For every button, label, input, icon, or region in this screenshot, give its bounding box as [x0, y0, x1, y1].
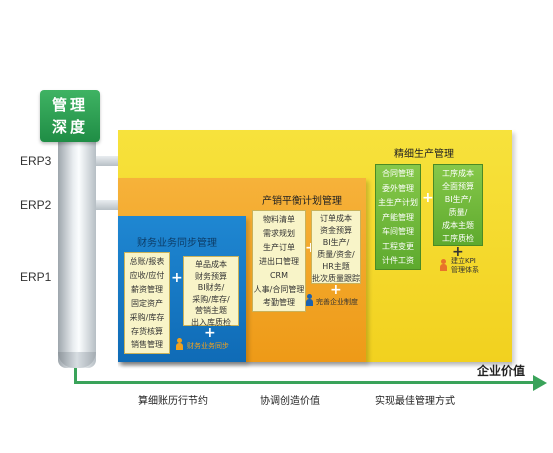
erp1-left-item: 销售管理	[131, 340, 163, 350]
erp3-card-left: 合同管理 委外管理 主生产计划 产能管理 车间管理 工程变更 计件工资	[375, 164, 421, 270]
erp3-right-item: 工序质检	[442, 234, 474, 243]
person-icon	[440, 259, 447, 271]
erp2-plus-below-icon: +	[330, 282, 342, 298]
erp3-right-item: 成本主题	[442, 221, 474, 230]
x-stage-label-3: 实现最佳管理方式	[375, 396, 455, 407]
erp3-plus-below-icon: +	[452, 244, 464, 260]
management-depth-pillar	[58, 120, 96, 368]
erp2-title: 产销平衡计划管理	[262, 196, 342, 207]
erp1-left-item: 总账/报表	[129, 257, 165, 266]
erp3-left-item: 委外管理	[382, 183, 414, 193]
depth-label-line2: 深度	[51, 118, 88, 136]
erp1-plus-icon: +	[171, 270, 183, 286]
erp1-left-item: 存货核算	[131, 326, 163, 336]
erp3-connector-bar	[90, 156, 120, 166]
pillar-base	[58, 352, 96, 368]
erp1-left-item: 薪资管理	[131, 284, 163, 294]
erp1-right-item: 营销主题	[195, 306, 227, 315]
erp1-plus-below-icon: +	[204, 325, 216, 341]
erp3-left-item: 计件工资	[382, 256, 414, 265]
erp1-left-item: 固定资产	[131, 298, 163, 308]
erp1-left-item: 应收/应付	[129, 270, 165, 280]
erp3-left-item: 车间管理	[382, 227, 414, 236]
erp2-right-item: 质量/资金/	[317, 250, 355, 259]
erp3-right-item: BI生产/	[444, 195, 472, 204]
erp3-note-line1: 建立KPI	[451, 257, 476, 265]
erp2-right-item: BI生产/	[322, 238, 350, 247]
erp3-right-item: 全面预算	[442, 182, 474, 191]
erp2-card-right: 订单成本 资金预算 BI生产/ 质量/资金/ HR主题 批次质量跟踪	[311, 210, 361, 284]
erp2-card-left: 物料清单 需求规划 生产订单 进出口管理 CRM 人事/合同管理 考勤管理	[252, 210, 306, 312]
person-icon	[176, 338, 183, 350]
person-icon	[306, 294, 313, 306]
erp1-title: 财务业务同步管理	[137, 238, 217, 249]
erp1-right-item: BI财务/	[197, 283, 225, 292]
erp2-left-item: 进出口管理	[259, 256, 299, 266]
erp1-right-item: 单品成本	[195, 260, 227, 269]
x-axis-title: 企业价值	[477, 364, 526, 378]
erp2-note: 完善企业制度	[316, 298, 358, 306]
erp3-card-right: 工序成本 全面预算 BI生产/ 质量/ 成本主题 工序质检	[433, 164, 483, 246]
erp2-plus-icon: +	[305, 240, 317, 256]
erp2-left-item: 人事/合同管理	[253, 284, 305, 294]
erp2-left-item: 考勤管理	[263, 298, 295, 308]
x-axis-line	[74, 381, 534, 384]
erp2-left-item: 需求规划	[263, 228, 295, 238]
level-label-erp3: ERP3	[20, 154, 52, 168]
erp3-left-item: 主生产计划	[378, 198, 418, 207]
erp1-card-left: 总账/报表 应收/应付 薪资管理 固定资产 采购/库存 存货核算 销售管理	[124, 252, 170, 354]
erp1-card-right: 单品成本 财务预算 BI财务/ 采购/库存/ 营销主题 出入库质检	[183, 256, 239, 327]
erp3-right-item: 质量/	[448, 208, 468, 217]
erp2-left-item: 生产订单	[263, 242, 295, 252]
erp1-right-item: 采购/库存/	[192, 294, 230, 304]
erp2-right-item: 订单成本	[320, 214, 352, 223]
erp2-right-item: HR主题	[322, 262, 350, 271]
erp3-right-item: 工序成本	[442, 169, 474, 178]
erp1-right-item: 财务预算	[195, 271, 227, 281]
x-stage-label-1: 算细账历行节约	[138, 396, 208, 407]
erp1-note: 财务业务同步	[187, 342, 229, 350]
x-axis-arrow-icon	[533, 375, 547, 391]
depth-label-line1: 管理	[51, 96, 88, 114]
management-depth-label: 管理 深度	[40, 90, 100, 142]
erp2-connector-bar	[90, 200, 120, 210]
box-shadow	[118, 362, 512, 368]
erp3-plus-icon: +	[422, 190, 434, 206]
level-label-erp1: ERP1	[20, 270, 52, 284]
erp2-right-item: 批次质量跟踪	[312, 274, 360, 283]
erp3-left-item: 工程变更	[382, 241, 414, 251]
erp3-note-line2: 管理体系	[451, 266, 479, 274]
erp2-left-item: 物料清单	[263, 215, 295, 224]
erp3-left-item: 产能管理	[382, 212, 414, 222]
erp1-left-item: 采购/库存	[129, 312, 165, 322]
erp3-title: 精细生产管理	[394, 149, 454, 160]
erp3-left-item: 合同管理	[382, 169, 414, 178]
erp1-right-item: 出入库质检	[191, 317, 231, 327]
erp3-note: 建立KPI 管理体系	[451, 257, 479, 275]
erp2-left-item: CRM	[269, 270, 289, 280]
level-label-erp2: ERP2	[20, 198, 52, 212]
x-stage-label-2: 协调创造价值	[260, 396, 320, 407]
erp2-right-item: 资金预算	[320, 226, 352, 235]
